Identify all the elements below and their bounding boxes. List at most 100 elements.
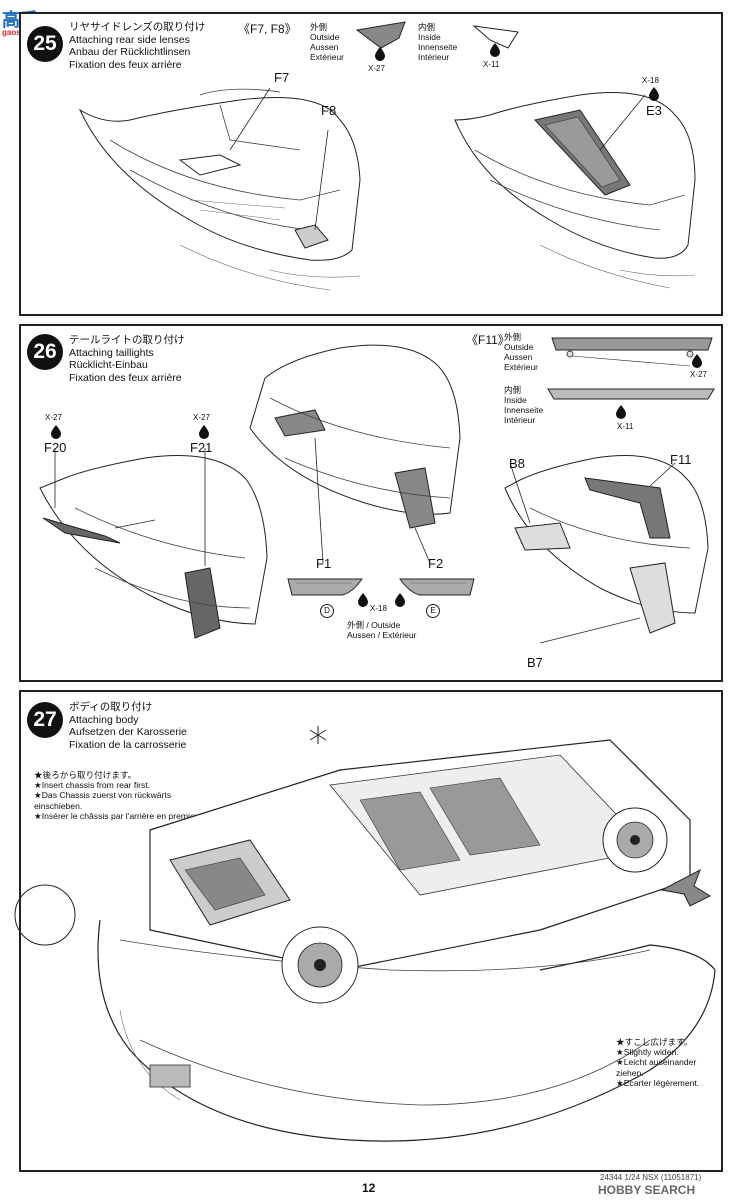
step-25-title-de: Anbau der Rücklichtlinsen [69, 46, 191, 58]
step-27-title-fr: Fixation de la carrosserie [69, 738, 187, 751]
paint-x18-taillight: X-18 [370, 604, 387, 613]
part-label-f2: F2 [428, 556, 444, 571]
inside-fr: Intérieur [418, 52, 450, 62]
inside-en: Inside [418, 32, 441, 42]
step-25-title: リヤサイドレンズの取り付け Attaching rear side lenses… [69, 21, 205, 71]
f11-outside-en: Outside [504, 342, 534, 352]
step-25-title-ja: リヤサイドレンズの取り付け [69, 21, 206, 33]
paint-x11-f11: X-11 [617, 422, 634, 431]
part-label-f8: F8 [321, 103, 337, 118]
paint-x27-f20: X-27 [45, 413, 62, 422]
step-26-title-de: Rücklicht-Einbau [69, 359, 148, 371]
paint-drop-f11-inside-icon [616, 405, 626, 419]
note1-line-1: ★Insert chassis from rear first. [34, 780, 151, 791]
paint-x27-f7: X-27 [368, 64, 385, 73]
inside-ja: 内側 [418, 22, 436, 32]
part-label-f1: F1 [316, 556, 332, 571]
f11-outside-ja: 外側 [504, 332, 522, 342]
paint-drop-x11-icon [490, 43, 500, 57]
step-27-number: 27 [27, 702, 63, 738]
outside-labels-25: 外側 Outside Aussen Extérieur [310, 22, 344, 62]
f11-inside-lens-icon [546, 385, 718, 405]
paint-drop-x18-e3-icon [649, 87, 659, 101]
rear-body-left-drawing [70, 80, 370, 305]
paint-drop-f11-outside-icon [692, 354, 702, 368]
f11-inside-en: Inside [504, 395, 527, 405]
inside-de: Innenseite [418, 42, 458, 52]
taillight-outside-caption-2: Aussen / Extérieur [347, 630, 417, 640]
taillight-body-left-drawing [35, 448, 275, 648]
paint-drop-x18-taillight-2-icon [395, 593, 405, 607]
part-label-b8: B8 [509, 456, 525, 471]
step-25-title-fr: Fixation des feux arrière [69, 58, 182, 71]
paint-x11-f8: X-11 [483, 60, 500, 69]
decal-e-badge: E [426, 604, 440, 618]
step-26-title-ja: テールライトの取り付け [69, 334, 185, 346]
note2-line-2: ★Leicht auseinander [616, 1057, 697, 1068]
page-number: 12 [362, 1181, 376, 1195]
step-27-title-ja: ボディの取り付け [69, 701, 153, 713]
chassis-body-assembly-drawing [90, 726, 720, 1160]
step-25-title-en: Attaching rear side lenses [69, 33, 190, 46]
note1-line-4: ★Insérer le châssis par l'arrière en pre… [34, 810, 200, 821]
taillight-outside-caption-1: 外側 / Outside [347, 620, 401, 630]
hobby-search-logo: HOBBY SEARCH [598, 1183, 696, 1197]
step-26-title-fr: Fixation des feux arrière [69, 371, 182, 384]
decal-d-label: D [324, 606, 330, 615]
step-27-title-en: Attaching body [69, 713, 139, 726]
note1-line-3: einschieben. [34, 800, 83, 811]
paint-x27-f21: X-27 [193, 413, 210, 422]
taillight-lens-f1-icon [286, 575, 366, 599]
taillight-outside-caption: 外側 / Outside Aussen / Extérieur [347, 620, 416, 640]
f11-inside-de: Innenseite [504, 405, 544, 415]
note2-line-1: ★Slightly widen. [616, 1047, 679, 1058]
f11-inside-labels: 内側 Inside Innenseite Intérieur [504, 385, 543, 425]
part-label-f21: F21 [190, 440, 213, 455]
f11-outside-de: Aussen [504, 352, 533, 362]
decal-d-badge: D [320, 604, 334, 618]
step-26-number: 26 [27, 334, 63, 370]
inside-labels-25: 内側 Inside Innenseite Intérieur [418, 22, 457, 62]
outside-fr: Extérieur [310, 52, 345, 62]
outside-de: Aussen [310, 42, 339, 52]
rear-body-right-drawing [450, 80, 700, 305]
f11-inside-ja: 内側 [504, 385, 522, 395]
note1-line-2: ★Das Chassis zuerst von rückwärts [34, 790, 172, 801]
f11-outside-lens-icon [550, 334, 715, 368]
note2-line-4: ★Ecarter légèrement. [616, 1077, 700, 1088]
f11-outside-fr: Extérieur [504, 362, 539, 372]
step-26-title: テールライトの取り付け Attaching taillights Rücklic… [69, 334, 185, 384]
f11-inside-fr: Intérieur [504, 415, 536, 425]
outside-en: Outside [310, 32, 340, 42]
step-27-title: ボディの取り付け Attaching body Aufsetzen der Ka… [69, 701, 187, 751]
part-label-f7: F7 [274, 70, 290, 85]
parts-header-f11: 《F11》 [466, 333, 510, 347]
step-27-title-de: Aufsetzen der Karosserie [69, 726, 187, 738]
lens-inside-icon [470, 18, 530, 58]
note2-line-3: ziehen. [616, 1067, 644, 1078]
outside-ja: 外側 [310, 22, 328, 32]
note1-line-0: ★後ろから取り付けます。 [34, 770, 137, 780]
paint-drop-f20-icon [51, 425, 61, 439]
footer-code: 24344 1/24 NSX (11051871) [600, 1173, 702, 1182]
taillight-body-right-drawing [500, 448, 715, 648]
paint-drop-f21-icon [199, 425, 209, 439]
taillight-lens-f2-icon [396, 575, 476, 599]
part-label-e3: E3 [646, 103, 662, 118]
decal-e-label: E [430, 606, 436, 615]
step-25-number: 25 [27, 26, 63, 62]
f11-outside-labels: 外側 Outside Aussen Extérieur [504, 332, 538, 372]
note2-line-0: ★すこし広げます。 [616, 1037, 693, 1047]
part-label-f11: F11 [670, 452, 692, 467]
paint-drop-x27-icon [375, 47, 385, 61]
step-26-title-en: Attaching taillights [69, 346, 154, 359]
note-slightly-widen: ★すこし広げます。 ★Slightly widen. ★Leicht ausei… [616, 1037, 699, 1088]
step-26-panel [19, 324, 723, 682]
paint-x18-e3: X-18 [642, 76, 659, 85]
part-label-f20: F20 [44, 440, 67, 455]
note-insert-from-rear: ★後ろから取り付けます。 ★Insert chassis from rear f… [34, 770, 200, 821]
paint-drop-x18-taillight-icon [358, 593, 368, 607]
paint-x27-f11: X-27 [690, 370, 707, 379]
parts-header-f7-f8: 《F7, F8》 [238, 22, 297, 36]
taillight-body-center-drawing [245, 338, 470, 548]
